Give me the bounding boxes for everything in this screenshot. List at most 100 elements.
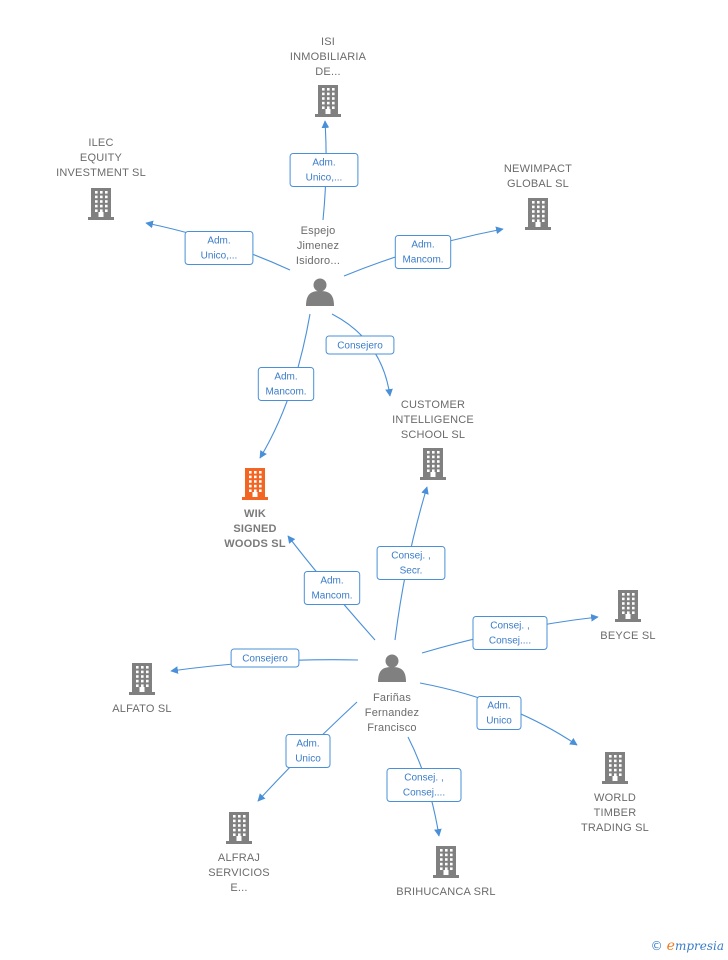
node-label: INTELLIGENCE (392, 414, 474, 426)
edge-farinas-brihucanca: Consej. , Consej.... (386, 736, 462, 837)
node-world[interactable]: WORLD TIMBER TRADING SL (581, 752, 649, 834)
edge-label-text: Consej. , (490, 621, 529, 632)
edge-label-box[interactable] (376, 546, 446, 580)
edge-label-text: Unico (295, 754, 321, 765)
node-alfato[interactable]: ALFATO SL (112, 663, 172, 715)
node-beyce[interactable]: BEYCE SL (600, 590, 656, 642)
node-label: EQUITY (80, 152, 123, 164)
brand-initial: e (666, 938, 675, 954)
edge-label-box[interactable] (230, 648, 300, 668)
edge-label-box[interactable] (285, 734, 331, 768)
node-label: DE... (315, 66, 340, 78)
edge-label-box[interactable] (289, 153, 359, 187)
building-icon (315, 85, 341, 117)
edge-espejo-wik: Adm. Mancom. (257, 313, 315, 459)
building-icon (129, 663, 155, 695)
node-wik[interactable]: WIK SIGNED WOODS SL (224, 468, 286, 550)
nodes-layer: ISIINMOBILIARIADE...ILECEQUITYINVESTMENT… (56, 36, 656, 898)
node-label: SCHOOL SL (401, 429, 465, 441)
node-alfraj[interactable]: ALFRAJSERVICIOSE... (208, 812, 270, 894)
node-espejo[interactable]: EspejoJimenezIsidoro... (296, 225, 340, 306)
node-label: SERVICIOS (208, 867, 270, 879)
edge-farinas-beyce: Consej. , Consej.... (421, 613, 599, 654)
copyright-symbol: © (650, 939, 663, 953)
edge-label-text: Consej.... (403, 788, 445, 799)
edge-farinas-wik: Adm. Mancom. (287, 535, 376, 641)
building-icon (88, 188, 114, 220)
edge-label-text: Consejero (242, 654, 288, 665)
edge-label-text: Unico,... (306, 173, 343, 184)
node-isi[interactable]: ISI INMOBILIARIA DE... (290, 36, 367, 117)
edge-label-box[interactable] (472, 616, 548, 650)
node-brihucanca[interactable]: BRIHUCANCA SRL (396, 846, 495, 898)
edge-label-text: Adm. (487, 701, 510, 712)
edge-label-text: Consej. , (404, 773, 443, 784)
edge-label-text: Adm. (320, 576, 343, 587)
edge-label-text: Adm. (274, 372, 297, 383)
edge-label-text: Mancom. (311, 591, 352, 602)
node-label: SIGNED (233, 523, 276, 535)
node-label: BRIHUCANCA SRL (396, 886, 495, 898)
node-label: WIK (244, 508, 266, 520)
node-label: INMOBILIARIA (290, 51, 367, 63)
node-label: Espejo (301, 225, 336, 237)
node-label: INVESTMENT SL (56, 167, 146, 179)
building-icon (615, 590, 641, 622)
person-icon (378, 654, 406, 682)
edge-label-box[interactable] (386, 768, 462, 802)
edge-farinas-world: Adm. Unico (419, 682, 578, 746)
node-label: NEWIMPACT (504, 163, 572, 175)
edge-label-text: Unico,... (201, 251, 238, 262)
node-label: WORLD (594, 792, 636, 804)
node-label: GLOBAL SL (507, 178, 569, 190)
edges-layer: Adm. Unico,... Adm. Unico,... Adm. Mancom. Con… (145, 120, 599, 837)
edge-label-text: Unico (486, 716, 512, 727)
building-icon (420, 448, 446, 480)
edge-label-text: Secr. (400, 566, 423, 577)
brand-name: mpresia (674, 939, 724, 953)
edge-label-box[interactable] (325, 335, 395, 355)
node-newimpact[interactable]: NEWIMPACT GLOBAL SL (504, 163, 572, 230)
building-icon (226, 812, 252, 844)
node-label: WOODS SL (224, 538, 286, 550)
edge-label-text: Consej. , (391, 551, 430, 562)
edge-espejo-newimpact: Adm. Mancom. (343, 226, 504, 277)
edge-label-box[interactable] (303, 571, 361, 605)
edge-label-box[interactable] (184, 231, 254, 265)
building-icon (433, 846, 459, 878)
edge-label-text: Adm. (207, 236, 230, 247)
brand-watermark: ©empresia (651, 938, 724, 954)
node-label: CUSTOMER (401, 399, 465, 411)
edge-label-text: Consejero (337, 341, 383, 352)
node-label: Isidoro... (296, 255, 340, 267)
edge-espejo-cis: Consejero (325, 313, 395, 397)
node-label: ISI (321, 36, 335, 48)
building-icon (525, 198, 551, 230)
edge-label-text: Adm. (296, 739, 319, 750)
edge-label-text: Mancom. (265, 387, 306, 398)
node-label: TIMBER (594, 807, 637, 819)
edge-label-box[interactable] (257, 367, 315, 401)
edge-label-text: Adm. (411, 240, 434, 251)
node-label: BEYCE SL (600, 630, 655, 642)
edge-line (331, 313, 393, 397)
edge-label-text: Mancom. (402, 255, 443, 266)
edge-label-text: Adm. (312, 158, 335, 169)
node-label: Fariñas (373, 692, 411, 704)
edge-label-text: Consej.... (489, 636, 531, 647)
node-cis[interactable]: CUSTOMER INTELLIGENCE SCHOOL SL (392, 399, 474, 480)
edge-label-box[interactable] (476, 696, 522, 730)
edge-farinas-alfraj: Adm. Unico (257, 701, 358, 802)
person-icon (306, 278, 334, 306)
edge-label-box[interactable] (394, 235, 452, 269)
edge-espejo-ilec: Adm. Unico,... (145, 220, 291, 271)
edge-farinas-cis: Consej. , Secr. (376, 486, 446, 641)
building-icon (242, 468, 268, 500)
node-label: Jimenez (297, 240, 339, 252)
node-label: ALFRAJ (218, 852, 260, 864)
node-label: TRADING SL (581, 822, 649, 834)
building-icon (602, 752, 628, 784)
